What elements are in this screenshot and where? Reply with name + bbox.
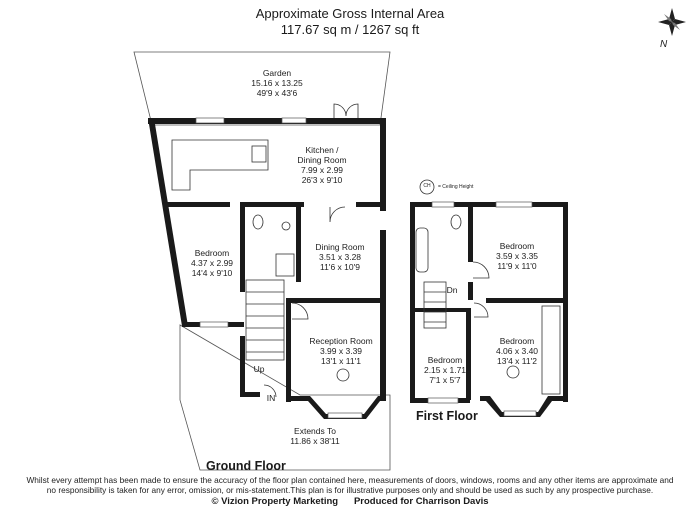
area-title: Approximate Gross Internal Area <box>255 6 445 21</box>
ceiling-height-legend-symbol: CH <box>423 183 431 189</box>
window <box>195 117 225 124</box>
credits: © Vizion Property Marketing Produced for… <box>0 496 700 507</box>
room-label-bedroom-1: Bedroom 3.59 x 3.35 11'9 x 11'0 <box>495 241 539 271</box>
window <box>495 201 533 208</box>
room-label-bedroom-ground: Bedroom 4.37 x 2.99 14'4 x 9'10 <box>190 248 234 278</box>
shower <box>275 253 295 277</box>
ceiling-height-legend-circle <box>419 179 435 195</box>
wardrobe <box>541 305 561 395</box>
door-arc <box>472 261 490 279</box>
hob <box>251 145 267 163</box>
stairs-up-label: Up <box>253 364 265 374</box>
front-door-arc <box>263 384 277 398</box>
credits-right: Produced for Charrison Davis <box>353 496 489 507</box>
window <box>431 201 455 208</box>
window <box>199 321 229 328</box>
room-label-reception-room: Reception Room 3.99 x 3.39 13'1 x 11'1 <box>309 336 373 366</box>
disclaimer-line-2: no responsibility is taken for any error… <box>46 485 654 495</box>
entrance-label: IN <box>266 393 276 403</box>
stairs-first <box>423 281 447 329</box>
window <box>503 410 537 417</box>
ceiling-height-marker <box>506 365 520 379</box>
compass-north-label: N <box>660 39 668 50</box>
compass-rose-icon <box>658 8 686 36</box>
room-label-garden: Garden 15.16 x 13.25 49'9 x 43'6 <box>251 68 303 98</box>
first-floor-title: First Floor <box>416 409 478 423</box>
door-arc <box>291 302 309 320</box>
toilet <box>252 214 264 230</box>
bath <box>415 227 429 273</box>
credits-left: © Vizion Property Marketing <box>211 496 339 507</box>
basin <box>281 221 291 231</box>
ground-floor-title: Ground Floor <box>206 459 286 473</box>
room-label-bedroom-3: Bedroom 2.15 x 1.71 7'1 x 5'7 <box>423 355 467 385</box>
disclaimer-line-1: Whilst every attempt has been made to en… <box>26 475 674 485</box>
room-label-extends-to: Extends To 11.86 x 38'11 <box>290 426 340 446</box>
window <box>281 117 307 124</box>
room-label-kitchen-dining: Kitchen / Dining Room 7.99 x 2.99 26'3 x… <box>297 145 347 185</box>
window <box>327 412 363 419</box>
stairs-ground <box>245 279 285 361</box>
toilet <box>450 214 462 230</box>
room-label-dining-room: Dining Room 3.51 x 3.28 11'6 x 10'9 <box>315 242 365 272</box>
front-extension-outline <box>179 324 391 471</box>
kitchen-counter <box>171 139 269 191</box>
window <box>427 397 459 404</box>
room-label-bedroom-2: Bedroom 4.06 x 3.40 13'4 x 11'2 <box>495 336 539 366</box>
area-value: 117.67 sq m / 1267 sq ft <box>280 22 420 37</box>
ceiling-height-legend-text: = Ceiling Height <box>438 184 474 190</box>
ceiling-height-marker <box>336 368 350 382</box>
french-doors <box>333 103 359 118</box>
door-arc <box>329 206 346 223</box>
door-arc <box>473 302 489 318</box>
stairs-down-label: Dn <box>446 285 458 295</box>
